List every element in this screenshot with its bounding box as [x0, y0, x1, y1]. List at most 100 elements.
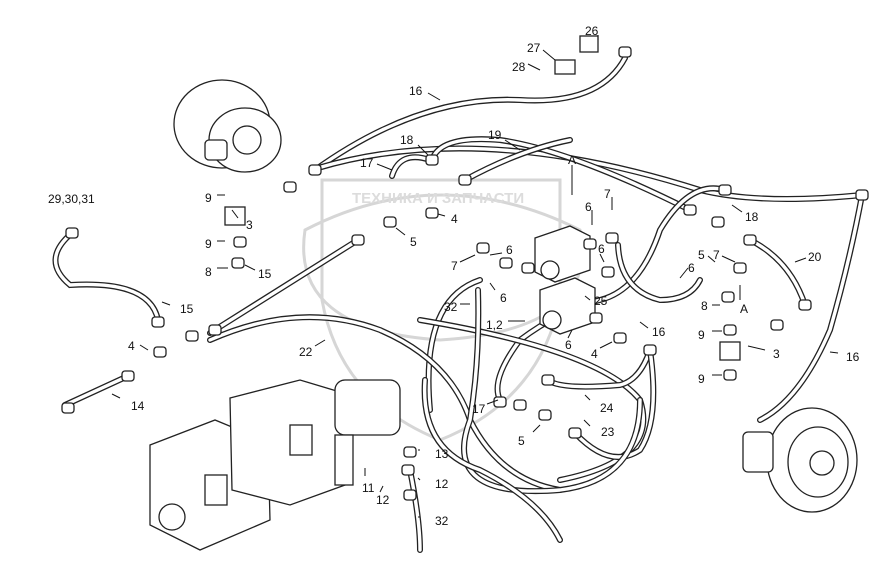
- callout-leader: [527, 63, 541, 71]
- callout-leader: [427, 92, 441, 101]
- fitting-34: [568, 427, 582, 439]
- callout-label: 7: [604, 187, 611, 201]
- hose-core-11: [418, 318, 646, 482]
- callout-leader: [599, 341, 613, 349]
- callout-label: 5: [698, 248, 705, 262]
- fitting-25: [711, 216, 725, 228]
- callout-leader: [417, 144, 429, 156]
- callout-leader: [417, 477, 421, 481]
- hose-core-0: [313, 56, 627, 172]
- fitting-43: [723, 369, 737, 381]
- fitting-16: [153, 346, 167, 358]
- fitting-20: [499, 257, 513, 269]
- callout-leader: [231, 209, 239, 219]
- fitting-33: [538, 409, 552, 421]
- fitting-22: [583, 238, 597, 250]
- hose-core-13: [573, 348, 656, 459]
- callout-leader: [532, 424, 541, 433]
- fitting-0: [308, 164, 322, 176]
- callout-label: 9: [205, 191, 212, 205]
- callout-leader: [376, 163, 393, 171]
- callout-leader: [584, 295, 591, 301]
- fitting-42: [723, 324, 737, 336]
- callout-leader: [395, 227, 406, 236]
- hose-core-16: [208, 238, 360, 335]
- fitting-21: [521, 262, 535, 274]
- callout-label: 32: [444, 300, 458, 314]
- callout-label: 23: [601, 425, 615, 439]
- callout-label: 4: [128, 339, 135, 353]
- hose-core-15: [53, 231, 160, 322]
- fitting-35: [403, 446, 417, 458]
- callout-leader: [584, 394, 591, 401]
- hose-core-17: [63, 374, 130, 407]
- callout-label: 6: [565, 338, 572, 352]
- callout-label: 6: [688, 261, 695, 275]
- wheel-motor-left: [173, 79, 282, 173]
- clamp-26: [579, 35, 599, 53]
- clamp-27: [554, 59, 576, 75]
- hose-core-2: [390, 155, 432, 178]
- fitting-27: [721, 291, 735, 303]
- callout-label: 29,30,31: [48, 192, 95, 206]
- callout-leader: [731, 204, 743, 213]
- fitting-8: [798, 299, 812, 311]
- wheel-motor-right: [742, 407, 858, 513]
- callout-leader: [314, 339, 326, 347]
- callout-label: 28: [512, 60, 526, 74]
- callout-label: 3: [246, 218, 253, 232]
- callout-label: 7: [451, 259, 458, 273]
- fitting-11: [185, 330, 199, 342]
- callout-leader: [679, 267, 689, 279]
- fitting-5: [718, 184, 732, 196]
- callout-leader: [829, 351, 839, 354]
- callout-label: 12: [376, 493, 390, 507]
- fitting-10: [151, 316, 165, 328]
- callout-leader: [639, 321, 649, 329]
- callout-label: 8: [205, 265, 212, 279]
- hose-0: [312, 55, 628, 173]
- fitting-32: [513, 399, 527, 411]
- fitting-30: [643, 344, 657, 356]
- fitting-3: [618, 46, 632, 58]
- callout-label: 9: [698, 328, 705, 342]
- hose-core-8: [616, 243, 702, 302]
- fitting-41: [493, 396, 507, 408]
- callout-label: 4: [591, 347, 598, 361]
- callout-label: 26: [585, 24, 599, 38]
- callout-label: 6: [585, 200, 592, 214]
- fitting-26: [733, 262, 747, 274]
- fitting-2: [458, 174, 472, 186]
- fitting-13: [351, 234, 365, 246]
- hose-15: [52, 230, 161, 323]
- callout-leader: [721, 255, 736, 263]
- callout-label: 14: [131, 399, 145, 413]
- callout-label: A: [740, 302, 748, 316]
- callout-label: 15: [258, 267, 272, 281]
- fitting-44: [770, 319, 784, 331]
- block-right: [719, 341, 741, 361]
- hose-core-5: [758, 193, 864, 422]
- callout-leader: [459, 254, 476, 263]
- callout-leader: [707, 255, 716, 263]
- fitting-9: [65, 227, 79, 239]
- hose-core-3: [430, 137, 692, 212]
- hose-core-4: [463, 138, 572, 182]
- callout-leader: [161, 301, 171, 306]
- callout-label: 17: [472, 402, 486, 416]
- callout-leader: [583, 419, 591, 427]
- fitting-40: [283, 181, 297, 193]
- fitting-7: [743, 234, 757, 246]
- fitting-38: [233, 236, 247, 248]
- callout-label: 16: [846, 350, 860, 364]
- callout-leader: [437, 213, 446, 217]
- fitting-14: [61, 402, 75, 414]
- hose-core-10: [208, 315, 562, 492]
- fitting-24: [601, 266, 615, 278]
- callout-label: 13: [435, 447, 449, 461]
- hose-core-14: [462, 288, 642, 493]
- callout-label: 18: [745, 210, 759, 224]
- callout-leader: [747, 345, 766, 351]
